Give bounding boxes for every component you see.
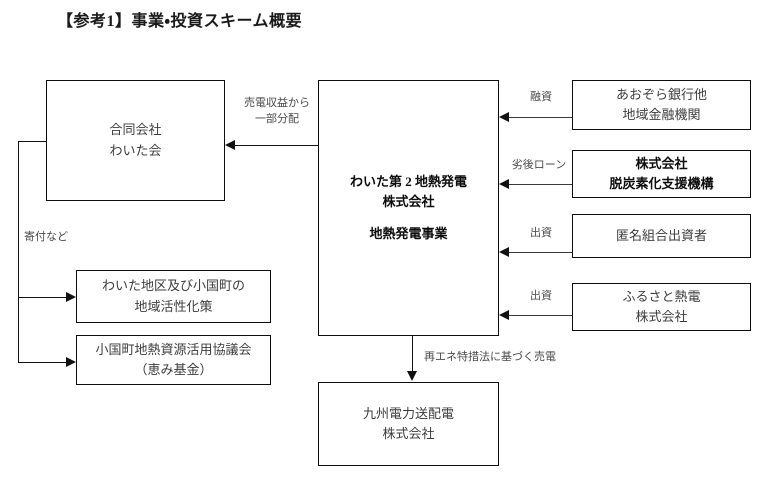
box-furusato-netsuden-line2: 株式会社 <box>635 309 688 324</box>
box-megumi-kikin-line2: （恵み基金） <box>134 362 213 377</box>
connector-baiden-shueki-line <box>234 145 318 147</box>
box-kyushu-denryoku-line1: 九州電力送配電 <box>362 405 454 421</box>
edge-label-baiden-shueki: 売電収益から 一部分配 <box>244 97 310 125</box>
box-aozora-bank: あおぞら銀行他 地域金融機関 <box>572 80 751 130</box>
edge-label-shusshi-tokumei: 出資 <box>530 227 552 239</box>
box-datsutanso-kikou: 株式会社 脱炭素化支援機構 <box>572 150 751 198</box>
box-datsutanso-kikou-line1: 株式会社 <box>635 155 688 171</box>
edge-label-kifu: 寄付など <box>24 231 68 243</box>
edge-label-shusshi-furusato: 出資 <box>530 290 552 302</box>
connector-retsugo-loan-line <box>509 184 572 186</box>
connector-shusshi-tokumei-line <box>509 252 572 254</box>
connector-kifu-arrow-kikin <box>66 356 76 367</box>
connector-shusshi-furusato-line <box>509 315 572 317</box>
box-megumi-kikin: 小国町地熱資源活用協議会 （恵み基金） <box>76 335 271 385</box>
connector-saiene-baiden-arrow <box>407 371 417 381</box>
box-waita-daini-chinetsu: わいた第 2 地熱発電 株式会社 地熱発電事業 <box>318 80 499 336</box>
box-chiiki-kasseika-line1: わいた地区及び小国町の <box>101 278 245 294</box>
edge-label-retsugo-loan: 劣後ローン <box>511 159 567 171</box>
box-furusato-netsuden: ふるさと熱電 株式会社 <box>572 283 751 331</box>
box-chiiki-kasseika: わいた地区及び小国町の 地域活性化策 <box>76 270 271 323</box>
box-waita-kai-line2: わいた会 <box>109 142 162 158</box>
box-waita-daini-line2: 株式会社 <box>382 193 435 209</box>
connector-retsugo-loan-arrow <box>499 178 509 189</box>
box-kyushu-denryoku-line2: 株式会社 <box>382 426 435 441</box>
connector-kifu-branch-kasseika <box>18 297 68 299</box>
edge-label-yushi: 融資 <box>530 91 552 103</box>
box-tokumei-kumiai: 匿名組合出資者 <box>572 214 751 258</box>
box-waita-kai-line1: 合同会社 <box>109 122 162 138</box>
connector-baiden-shueki-arrow <box>225 139 235 150</box>
box-chiiki-kasseika-line2: 地域活性化策 <box>134 298 213 314</box>
connector-shusshi-tokumei-arrow <box>499 246 509 257</box>
box-megumi-kikin-line1: 小国町地熱資源活用協議会 <box>95 341 252 357</box>
box-waita-kai: 合同会社 わいた会 <box>46 80 225 201</box>
box-aozora-bank-line1: あおぞら銀行他 <box>615 86 707 102</box>
connector-yushi-arrow <box>499 111 509 122</box>
connector-kifu-top-stub <box>18 141 46 143</box>
page-title: 【参考1】事業・投資スキーム概要 <box>57 13 302 30</box>
box-aozora-bank-line2: 地域金融機関 <box>622 107 701 122</box>
connector-kifu-vertical <box>18 141 20 363</box>
box-datsutanso-kikou-line2: 脱炭素化支援機構 <box>609 176 714 191</box>
edge-label-saiene-baiden: 再エネ特措法に基づく売電 <box>424 351 556 363</box>
connector-shusshi-furusato-arrow <box>499 309 509 320</box>
box-waita-daini-line1: わいた第 2 地熱発電 <box>349 173 467 189</box>
connector-kifu-branch-kikin <box>18 362 68 364</box>
connector-yushi-line <box>509 117 572 119</box>
box-tokumei-kumiai-line1: 匿名組合出資者 <box>615 227 707 243</box>
box-furusato-netsuden-line1: ふるさと熱電 <box>622 288 701 304</box>
box-kyushu-denryoku: 九州電力送配電 株式会社 <box>318 382 499 466</box>
connector-kifu-arrow-kasseika <box>66 291 76 302</box>
box-waita-daini-business: 地熱発電事業 <box>369 226 448 242</box>
connector-saiene-baiden-line <box>412 336 414 372</box>
